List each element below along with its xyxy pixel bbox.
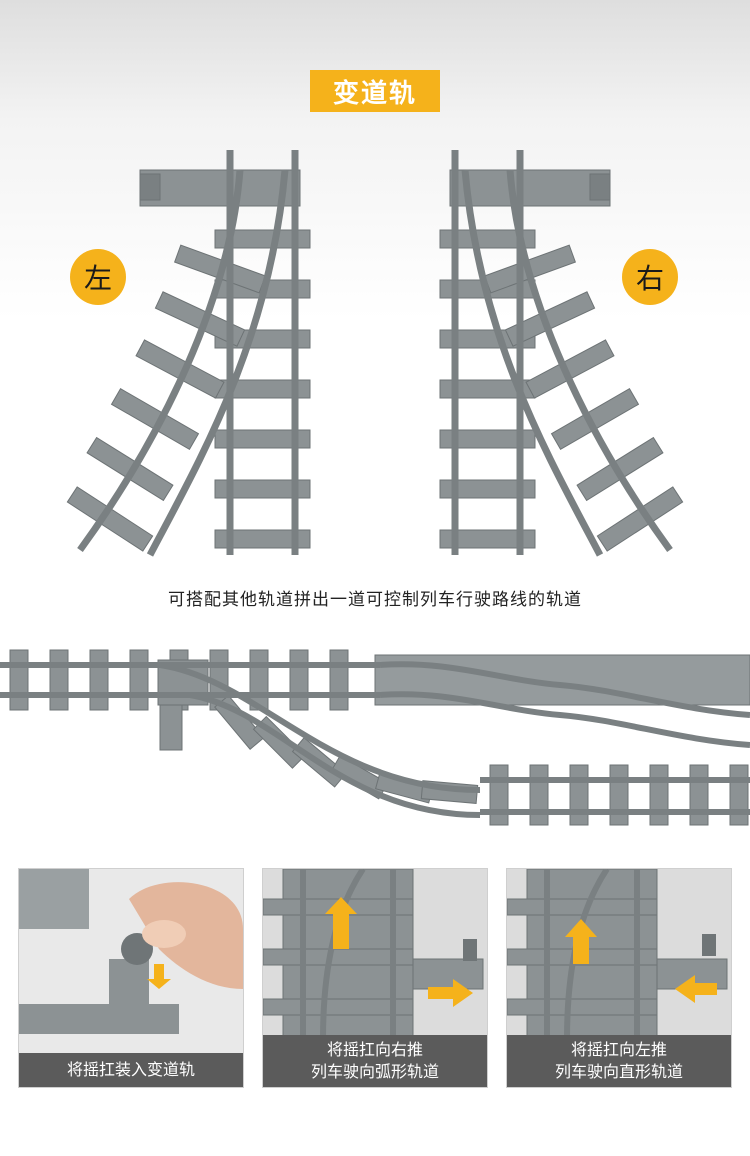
panel-2-line-2: 列车驶向弧形轨道 — [310, 1062, 439, 1081]
panel-3-line-1: 将摇扛向左推 — [570, 1040, 667, 1059]
panel-2-label: 将摇扛向右推 列车驶向弧形轨道 — [263, 1035, 487, 1087]
install-lever-photo — [19, 869, 243, 1087]
panel-1-label: 将摇扛装入变道轨 — [19, 1053, 243, 1087]
panel-3-label: 将摇扛向左推 列车驶向直形轨道 — [507, 1035, 731, 1087]
track-layout-image — [0, 649, 750, 826]
caption-text: 可搭配其他轨道拼出一道可控制列车行驶路线的轨道 — [168, 590, 582, 610]
panel-install-lever: 将摇扛装入变道轨 — [18, 868, 244, 1088]
right-label-badge: 右 — [622, 249, 678, 305]
panel-2-line-1: 将摇扛向右推 — [326, 1040, 423, 1059]
panel-push-left: 将摇扛向左推 列车驶向直形轨道 — [506, 868, 732, 1088]
left-switch-track-image — [66, 150, 311, 557]
title-badge: 变道轨 — [310, 70, 440, 112]
left-label-badge: 左 — [70, 249, 126, 305]
panel-push-right: 将摇扛向右推 列车驶向弧形轨道 — [262, 868, 488, 1088]
right-switch-track-image — [439, 150, 684, 557]
push-right-photo — [263, 869, 487, 1087]
panel-3-line-2: 列车驶向直形轨道 — [554, 1062, 683, 1081]
